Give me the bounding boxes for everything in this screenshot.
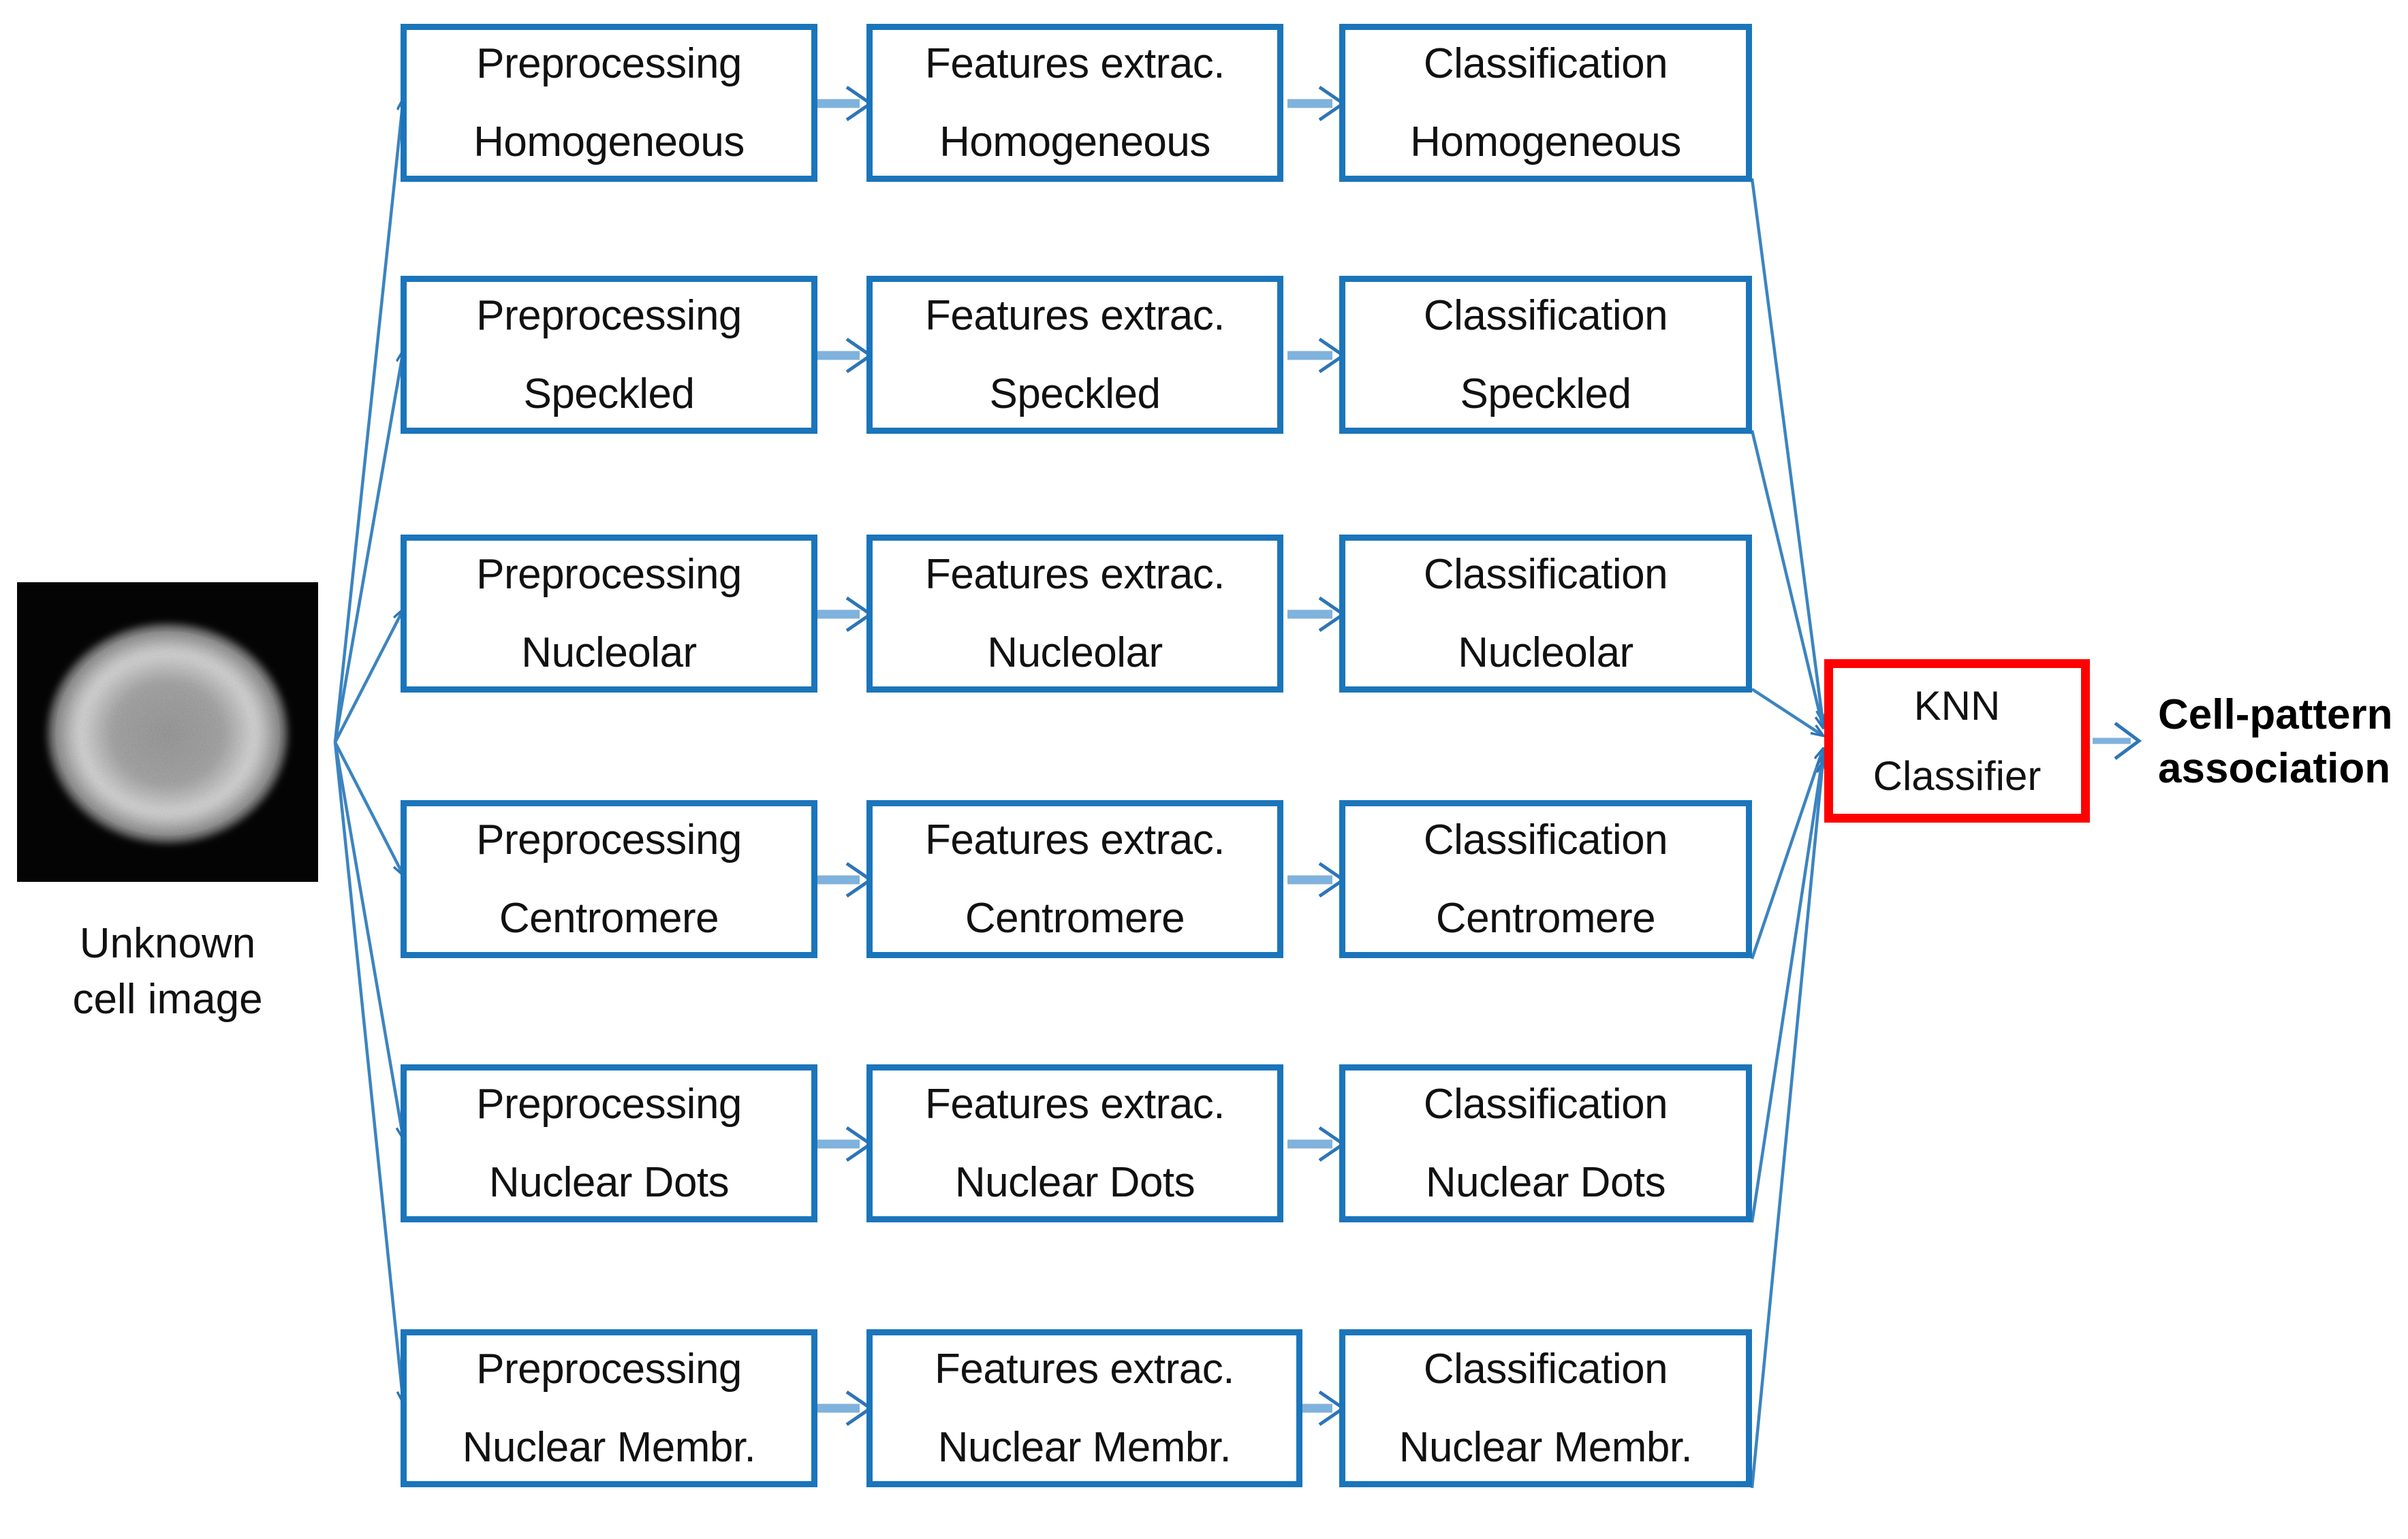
box-line-2: Nuclear Dots — [488, 1159, 730, 1206]
box-line-1: Classification — [1423, 291, 1668, 339]
box-line-1: Preprocessing — [476, 1345, 742, 1393]
caption-line-1: Unknown — [79, 920, 256, 967]
box-line-1: Preprocessing — [476, 39, 742, 87]
preprocessing-box-speckled[interactable]: Preprocessing Speckled — [401, 276, 817, 434]
box-line-2: Centromere — [1435, 895, 1656, 942]
box-line-2: Nuclear Membr. — [462, 1424, 756, 1471]
preprocessing-box-nucleolar[interactable]: Preprocessing Nucleolar — [401, 535, 817, 693]
box-line-1: Classification — [1423, 816, 1668, 863]
knn-line-1: KNN — [1913, 683, 2001, 729]
output-line-1: Cell-pattern — [2158, 691, 2393, 738]
knn-line-2: Classifier — [1873, 753, 2042, 799]
features-box-nucleolar[interactable]: Features extrac. Nucleolar — [866, 535, 1283, 693]
box-line-1: Features extrac. — [925, 291, 1225, 339]
output-line-2: association — [2158, 745, 2391, 793]
box-line-2: Nucleolar — [521, 629, 697, 676]
caption-line-2: cell image — [72, 976, 263, 1024]
preprocessing-box-centromere[interactable]: Preprocessing Centromere — [401, 800, 817, 958]
box-line-1: Classification — [1423, 550, 1668, 598]
unknown-cell-image — [17, 582, 318, 882]
classification-box-centromere[interactable]: Classification Centromere — [1339, 800, 1752, 958]
classification-box-homogeneous[interactable]: Classification Homogeneous — [1339, 24, 1752, 182]
classification-box-speckled[interactable]: Classification Speckled — [1339, 276, 1752, 434]
features-box-nuclear-membr[interactable]: Features extrac. Nuclear Membr. — [866, 1329, 1302, 1487]
box-line-2: Speckled — [523, 370, 695, 417]
box-line-2: Homogeneous — [939, 118, 1210, 165]
box-line-2: Homogeneous — [473, 118, 745, 165]
box-line-1: Features extrac. — [925, 1080, 1225, 1128]
box-line-1: Preprocessing — [476, 291, 742, 339]
box-line-2: Speckled — [1460, 370, 1631, 417]
preprocessing-box-nuclear-membr[interactable]: Preprocessing Nuclear Membr. — [401, 1329, 817, 1487]
box-line-2: Nuclear Dots — [954, 1159, 1195, 1206]
classification-box-nucleolar[interactable]: Classification Nucleolar — [1339, 535, 1752, 693]
box-line-2: Nuclear Membr. — [1398, 1424, 1693, 1471]
box-line-1: Preprocessing — [476, 1080, 742, 1128]
box-line-1: Preprocessing — [476, 550, 742, 598]
box-line-2: Centromere — [965, 895, 1185, 942]
box-line-1: Features extrac. — [925, 816, 1225, 863]
box-line-2: Centromere — [499, 895, 719, 942]
classification-box-nuclear-membr[interactable]: Classification Nuclear Membr. — [1339, 1329, 1752, 1487]
box-line-2: Speckled — [989, 370, 1161, 417]
box-line-1: Preprocessing — [476, 816, 742, 863]
box-line-1: Features extrac. — [925, 39, 1225, 87]
box-line-2: Nucleolar — [1458, 629, 1633, 676]
preprocessing-box-nuclear-dots[interactable]: Preprocessing Nuclear Dots — [401, 1064, 817, 1222]
box-line-1: Classification — [1423, 1080, 1668, 1128]
preprocessing-box-homogeneous[interactable]: Preprocessing Homogeneous — [401, 24, 817, 182]
cell-micrograph — [17, 582, 318, 882]
cell-image-caption: Unknown cell image — [17, 916, 318, 1028]
box-line-2: Nucleolar — [987, 629, 1163, 676]
classification-box-nuclear-dots[interactable]: Classification Nuclear Dots — [1339, 1064, 1752, 1222]
box-line-2: Homogeneous — [1410, 118, 1681, 165]
features-box-homogeneous[interactable]: Features extrac. Homogeneous — [866, 24, 1283, 182]
box-line-1: Classification — [1423, 1345, 1668, 1393]
knn-classifier-box[interactable]: KNN Classifier — [1824, 659, 2090, 823]
features-box-centromere[interactable]: Features extrac. Centromere — [866, 800, 1283, 958]
box-line-1: Classification — [1423, 39, 1668, 87]
box-line-1: Features extrac. — [925, 550, 1225, 598]
features-box-nuclear-dots[interactable]: Features extrac. Nuclear Dots — [866, 1064, 1283, 1222]
output-label: Cell-pattern association — [2158, 688, 2392, 796]
features-box-speckled[interactable]: Features extrac. Speckled — [866, 276, 1283, 434]
box-line-1: Features extrac. — [935, 1345, 1234, 1393]
box-line-2: Nuclear Dots — [1425, 1159, 1666, 1206]
box-line-2: Nuclear Membr. — [937, 1424, 1232, 1471]
